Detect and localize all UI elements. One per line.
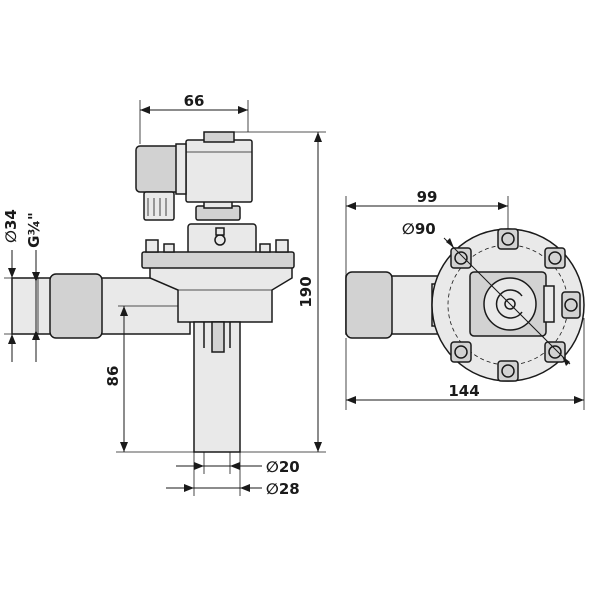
outlet-internal-tube (211, 321, 225, 353)
dimension-bolt-circle: ∅90 (402, 220, 571, 366)
dimension-total-height: 190 (206, 131, 326, 453)
bolt (544, 247, 566, 269)
top-coil-c-mark (495, 289, 523, 319)
dimension-half-width: 99 (345, 188, 509, 276)
dimension-pipe-diameter: ∅34 (2, 209, 44, 362)
bolt (497, 360, 519, 382)
top-view: ∅90 99 144 (345, 188, 585, 410)
dimension-thread: G¾" (25, 212, 43, 362)
solenoid-coil (185, 139, 253, 203)
flange-bolt (275, 239, 289, 253)
dim-total-height-label: 190 (297, 276, 315, 307)
dim-thread-label: G¾" (25, 212, 43, 248)
flange-bolt (163, 243, 175, 253)
dim-outlet-height-label: 86 (104, 366, 122, 387)
bolt (544, 341, 566, 363)
bolt (450, 247, 472, 269)
dim-outlet-inner-label: ∅20 (266, 458, 300, 476)
side-view: 66 190 86 ∅34 (2, 92, 326, 498)
dimension-outlet-height: 86 (104, 305, 194, 453)
dim-total-width-label: 144 (448, 382, 479, 400)
flange-bolt (259, 243, 271, 253)
dim-top-width-label: 66 (184, 92, 205, 110)
dim-half-width-label: 99 (417, 188, 438, 206)
dim-outlet-outer-label: ∅28 (266, 480, 300, 498)
dim-pipe-diameter-label: ∅34 (2, 209, 20, 243)
flange-bolts (450, 228, 581, 382)
top-inlet-socket (345, 271, 393, 339)
bolt (497, 228, 519, 250)
flange-bolt (145, 239, 159, 253)
dim-bolt-circle-label: ∅90 (402, 220, 436, 238)
pilot-vent (214, 234, 226, 246)
dimension-outlet-inner: ∅20 (176, 452, 300, 476)
cable-gland (143, 191, 175, 221)
bolt (561, 291, 581, 319)
dimension-top-width: 66 (139, 92, 249, 144)
valve-flange (141, 251, 295, 269)
inlet-pipe-socket (49, 273, 103, 339)
coil-cap (203, 131, 235, 143)
dimension-total-width: 144 (345, 318, 585, 410)
dimension-outlet-outer: ∅28 (166, 452, 300, 498)
connector-plug (135, 145, 183, 193)
bolt (450, 341, 472, 363)
